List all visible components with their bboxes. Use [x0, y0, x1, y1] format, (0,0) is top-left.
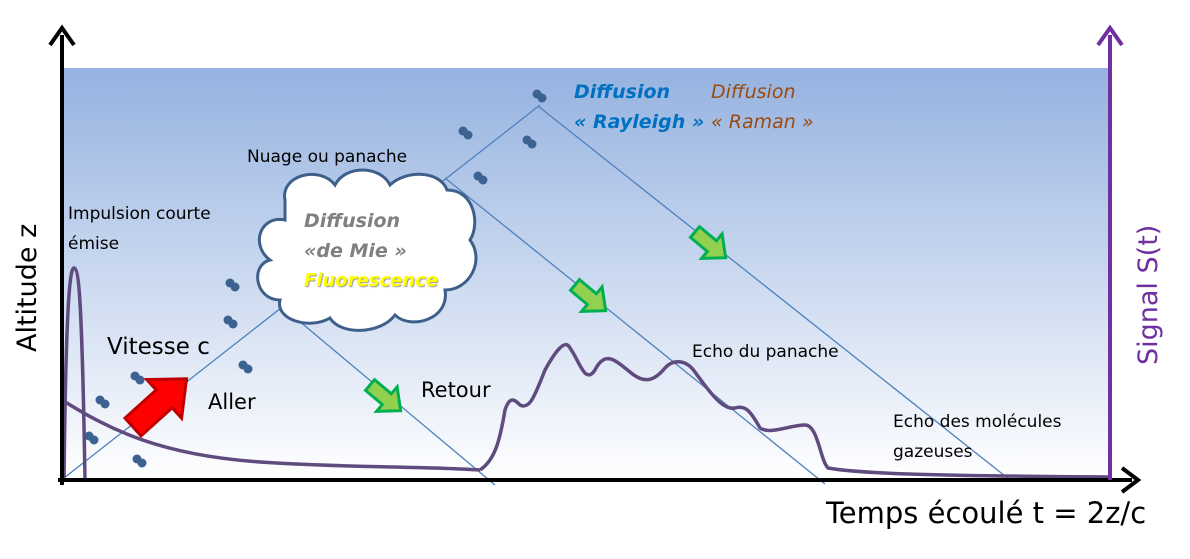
mie-label: Diffusion [304, 210, 401, 232]
return-arrow-icon [688, 224, 728, 260]
return-label: Retour [421, 378, 491, 402]
fluorescence-label: Fluorescence [304, 270, 439, 291]
raman-label: Diffusion [711, 81, 796, 103]
signal-curve [61, 266, 1111, 481]
outgoing-label: Aller [208, 390, 256, 414]
background-decay [61, 398, 481, 472]
rayleigh-label: Diffusion [574, 81, 671, 103]
return-arrows [363, 224, 728, 413]
plume-echo-label: Echo du panache [692, 342, 839, 362]
echo-signal [478, 342, 1111, 479]
signal-axis-arrow-icon [1096, 24, 1124, 47]
y-axis-arrow-icon [48, 24, 76, 47]
cloud-shape [256, 168, 478, 332]
x-axis-arrow-icon [1120, 466, 1142, 494]
gas-echo-label-line2: gazeuses [893, 442, 973, 462]
speed-label: Vitesse c [107, 334, 210, 360]
rayleigh-label-line2: « Rayleigh » [574, 111, 705, 133]
return-arrow-icon [568, 277, 608, 313]
cloud-label: Nuage ou panache [247, 147, 408, 167]
atmosphere-background [62, 68, 1110, 480]
return-beam-cloud-top [444, 177, 826, 485]
x-axis-label: Temps écoulé t = 2z/c [826, 496, 1147, 530]
pulse-label: Impulsion courte [68, 204, 211, 224]
return-arrow-icon [363, 377, 403, 413]
mie-label-line2: «de Mie » [304, 240, 407, 262]
return-beam-molecules [537, 105, 1011, 481]
pulse-label-line2: émise [68, 234, 120, 254]
pulse-peak [62, 266, 87, 481]
axes [48, 24, 1142, 494]
raman-label-line2: « Raman » [711, 111, 814, 133]
gas-echo-label: Echo des molécules [893, 412, 1062, 432]
outgoing-arrow-icon [122, 377, 189, 439]
y-axis-label: Altitude z [12, 223, 43, 352]
signal-axis-label: Signal S(t) [1133, 224, 1164, 365]
